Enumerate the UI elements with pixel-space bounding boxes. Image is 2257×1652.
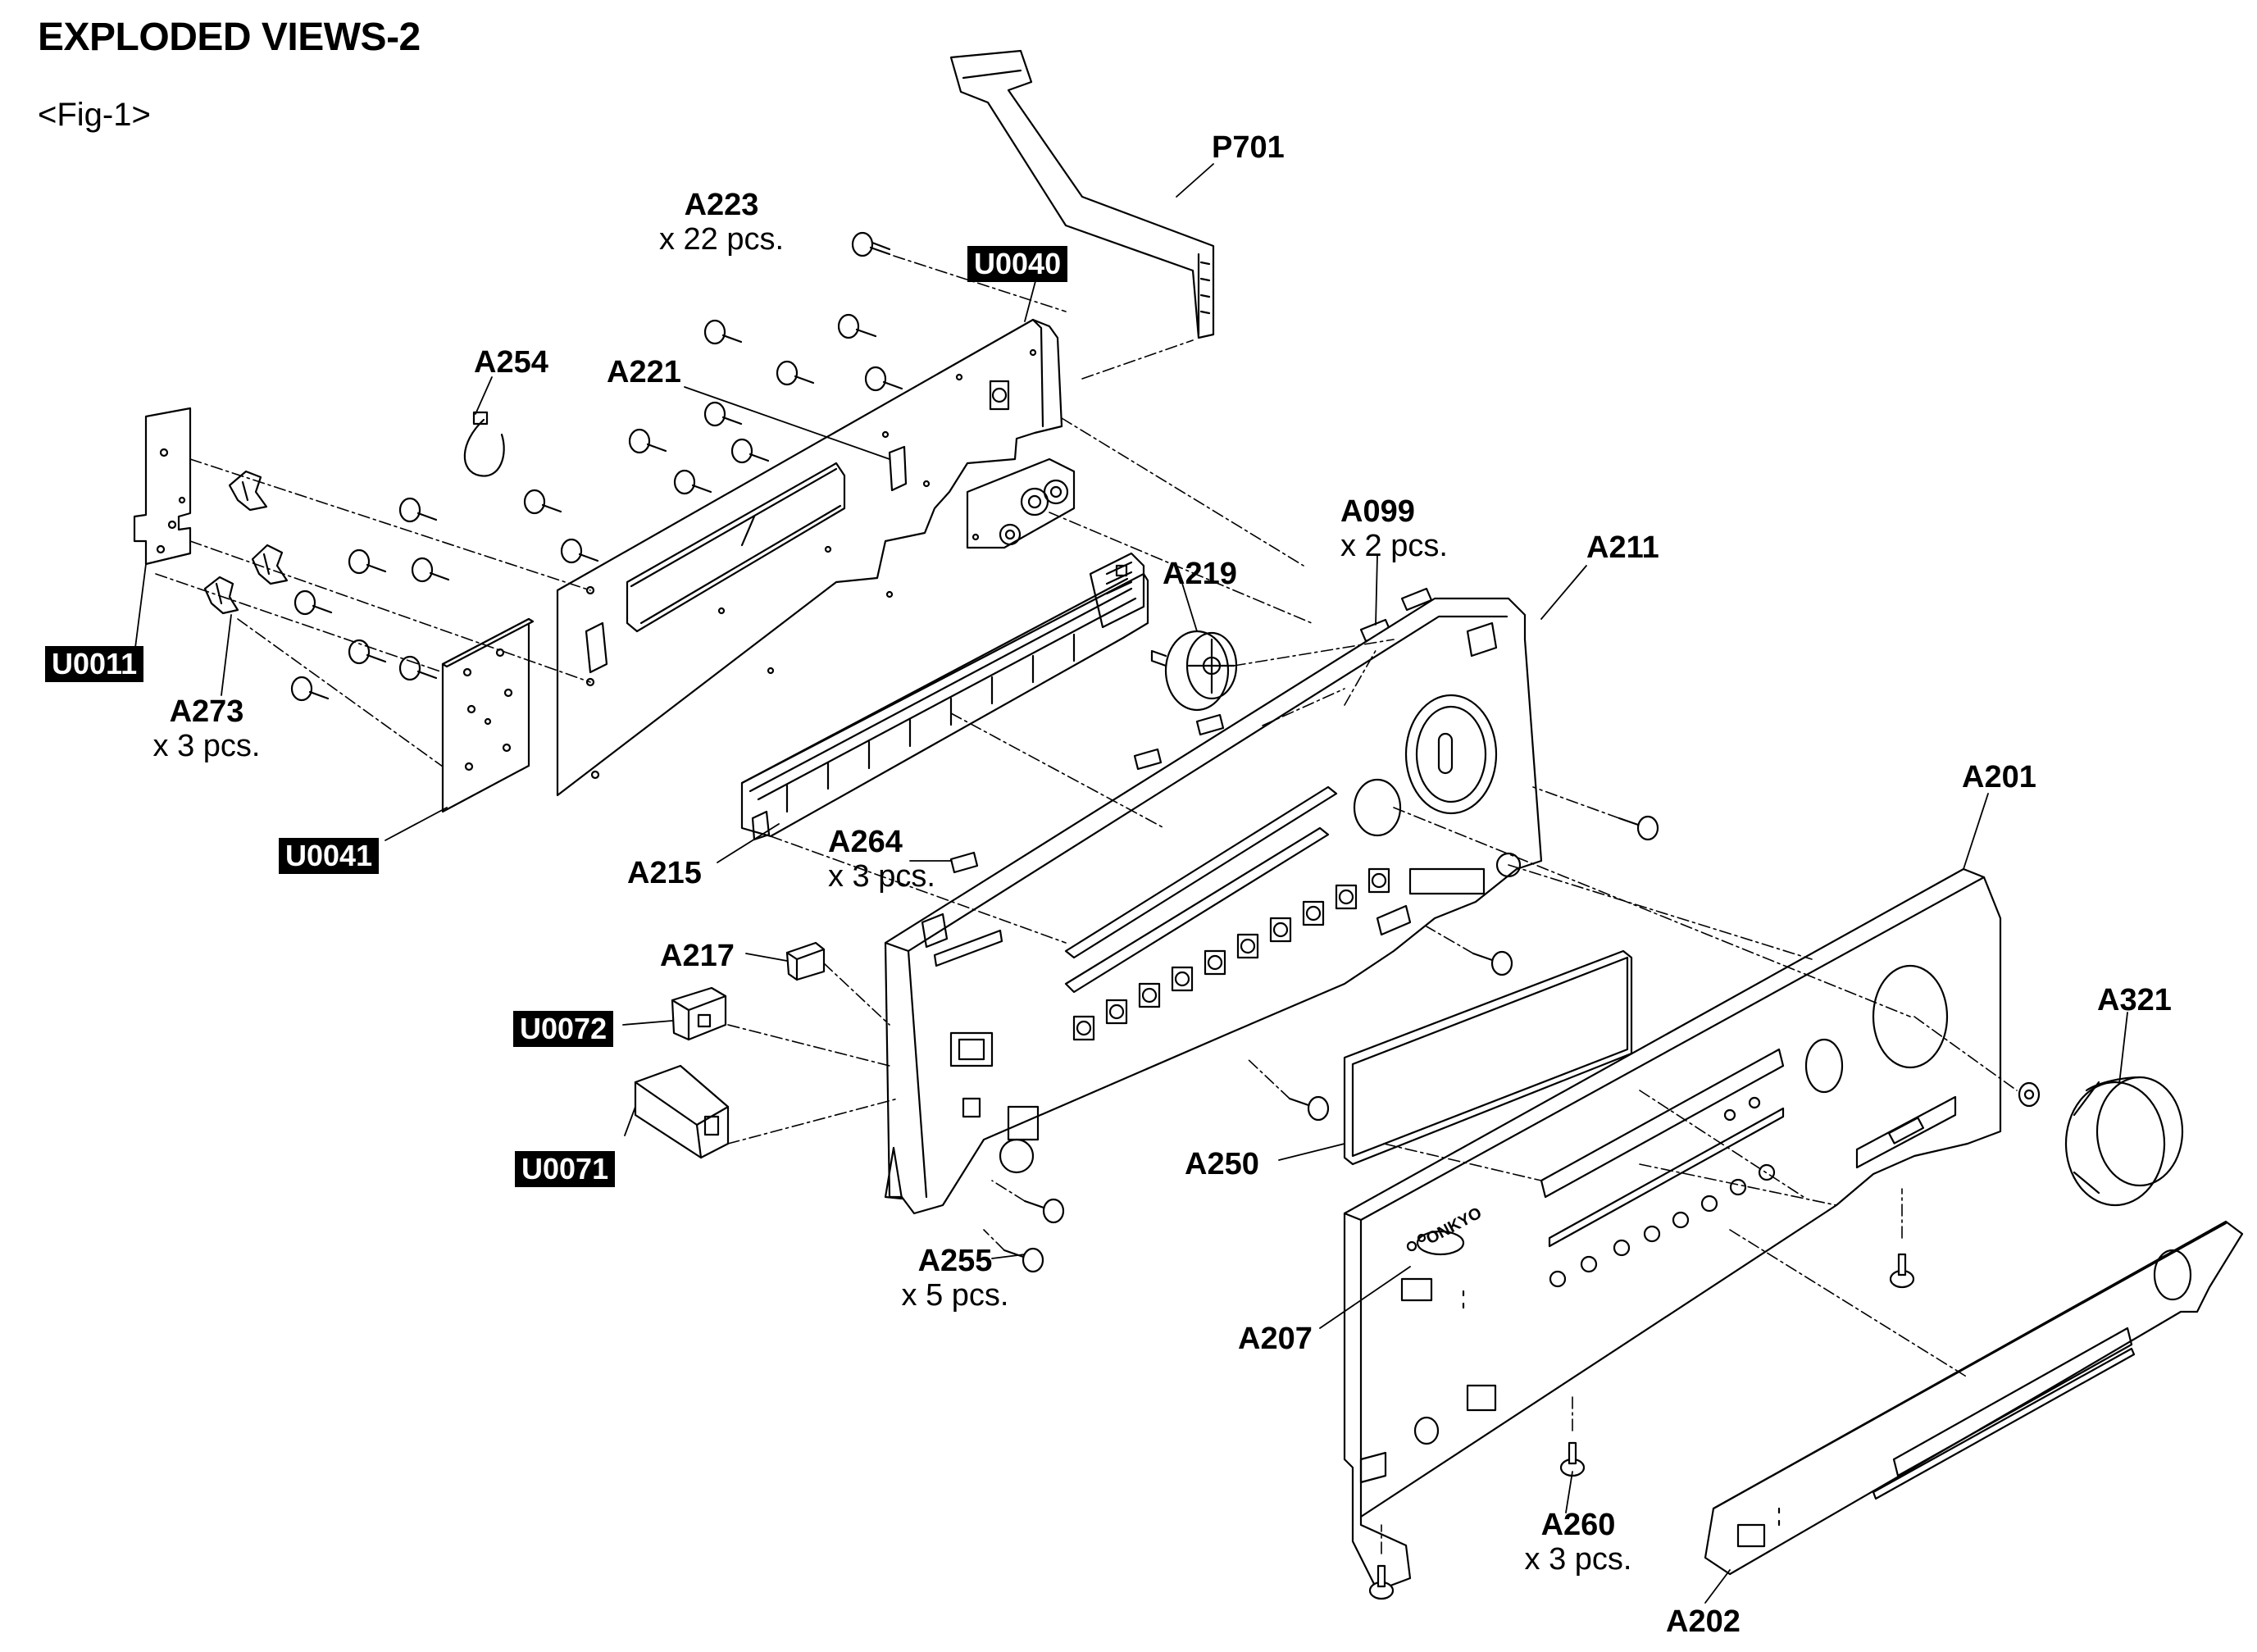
- screw-a223: [705, 403, 741, 426]
- part-quantity: x 22 pcs.: [658, 221, 785, 257]
- part-code: A219: [1163, 557, 1237, 591]
- figure-label: <Fig-1>: [38, 97, 151, 133]
- part-code: A250: [1185, 1147, 1259, 1181]
- label-u0071: U0071: [515, 1151, 616, 1187]
- label-a273: A273 x 3 pcs.: [152, 694, 261, 764]
- label-a255: A255 x 5 pcs.: [901, 1244, 1009, 1313]
- lower-panel-a202: [1705, 1222, 2242, 1574]
- label-a219: A219: [1163, 557, 1237, 592]
- ribbon-cable-p701: [951, 51, 1213, 338]
- screw-a223: [705, 321, 741, 344]
- screw-a223: [349, 640, 385, 663]
- screw: [1290, 1097, 1328, 1120]
- part-code: P701: [1212, 130, 1285, 165]
- label-a260: A260 x 3 pcs.: [1524, 1508, 1632, 1577]
- wire-clip-a254: [465, 412, 504, 476]
- part-code: A321: [2097, 983, 2172, 1017]
- label-a250: A250: [1185, 1147, 1259, 1182]
- screw: [1619, 817, 1658, 840]
- label-a254: A254: [474, 345, 548, 380]
- knob-a321: [2019, 1077, 2182, 1205]
- part-code: A260: [1540, 1508, 1616, 1542]
- screw-a260: [1891, 1254, 1913, 1287]
- label-u0041: U0041: [279, 838, 380, 874]
- screw-a223: [777, 362, 813, 385]
- spacer-a273: [205, 471, 287, 613]
- label-p701: P701: [1212, 130, 1285, 166]
- part-code: A207: [1238, 1322, 1313, 1356]
- part-code: A201: [1962, 760, 2036, 794]
- screw-a223: [839, 315, 876, 338]
- screw-a223: [295, 591, 331, 614]
- label-u0011: U0011: [45, 646, 144, 682]
- part-quantity: x 3 pcs.: [152, 728, 261, 763]
- pcb-u0041: [443, 619, 533, 812]
- part-quantity: x 3 pcs.: [828, 858, 935, 894]
- part-quantity: x 5 pcs.: [901, 1277, 1009, 1313]
- screw-a223: [853, 233, 890, 256]
- bracket-u0072: [672, 988, 726, 1040]
- screw-a223: [866, 367, 902, 390]
- part-code: A264: [828, 825, 903, 859]
- part-quantity: x 3 pcs.: [1524, 1541, 1632, 1577]
- part-code: A255: [917, 1244, 993, 1278]
- label-a211: A211: [1586, 530, 1659, 566]
- screw: [1473, 952, 1512, 975]
- label-a202: A202: [1666, 1604, 1741, 1640]
- label-a207: A207: [1238, 1322, 1313, 1357]
- bracket-u0071: [635, 1066, 728, 1158]
- screw-a255: [1004, 1249, 1043, 1272]
- part-code: A215: [627, 856, 702, 890]
- screw-a260: [1561, 1443, 1584, 1476]
- key-holder-a215: [742, 553, 1148, 840]
- part-code: A273: [169, 694, 244, 729]
- screw-a223: [562, 539, 598, 562]
- screw-a260: [1370, 1566, 1393, 1599]
- pcb-u0011: [134, 408, 190, 564]
- screw-a223: [525, 490, 561, 513]
- label-a215: A215: [627, 856, 702, 891]
- part-code: A099: [1340, 494, 1415, 529]
- spacer-a264: [951, 715, 1223, 872]
- screw-a223: [630, 430, 666, 453]
- label-a217: A217: [660, 939, 735, 974]
- leader-lines: [135, 164, 2127, 1603]
- pcb-u0040: [557, 320, 1074, 795]
- part-code: A217: [660, 939, 735, 973]
- label-a099: A099 x 2 pcs.: [1340, 494, 1448, 564]
- screw-a223: [349, 550, 385, 573]
- label-a223: A223 x 22 pcs.: [658, 188, 785, 257]
- part-code: A202: [1666, 1604, 1741, 1639]
- label-a201: A201: [1962, 760, 2036, 795]
- label-u0040: U0040: [967, 246, 1068, 282]
- part-code: A254: [474, 345, 548, 380]
- label-a221: A221: [607, 355, 681, 390]
- page-title: EXPLODED VIEWS-2: [38, 16, 421, 59]
- screw-a223: [675, 471, 711, 494]
- front-panel-a201: [1345, 869, 2000, 1591]
- label-a321: A321: [2097, 983, 2172, 1018]
- assembly-guide-lines: [156, 256, 2017, 1554]
- knob-holder-a219: [1152, 631, 1236, 710]
- label-a264: A264 x 3 pcs.: [828, 825, 935, 894]
- label-u0072: U0072: [513, 1011, 614, 1047]
- screws: [292, 233, 1913, 1599]
- part-code: A221: [607, 355, 681, 389]
- part-quantity: x 2 pcs.: [1340, 528, 1448, 563]
- screw-a223: [400, 498, 436, 521]
- screw-a223: [292, 677, 328, 700]
- part-code: A211: [1586, 530, 1659, 565]
- bracket-a217: [787, 943, 824, 980]
- screw-a223: [732, 439, 768, 462]
- screw-a223: [412, 558, 448, 581]
- screw-a255: [1025, 1199, 1063, 1222]
- part-code: A223: [684, 188, 759, 222]
- front-chassis-a211: [885, 598, 1541, 1213]
